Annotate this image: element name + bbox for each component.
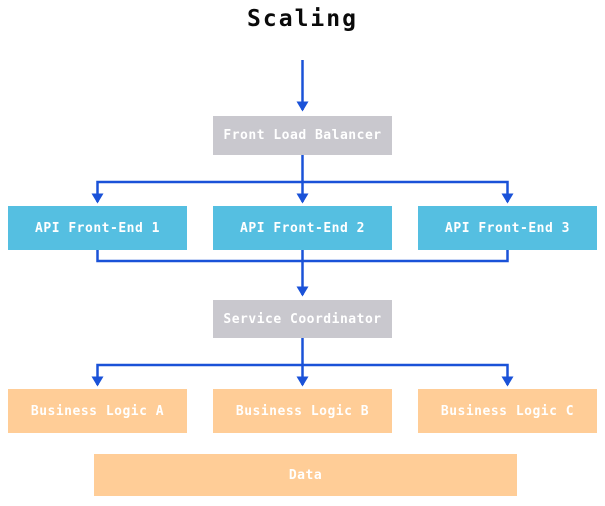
node-business-logic-a-label: Business Logic A	[30, 403, 165, 419]
node-api-front-end-2: API Front-End 2	[213, 206, 392, 250]
node-business-logic-c: Business Logic C	[418, 389, 597, 433]
node-front-load-balancer: Front Load Balancer	[213, 116, 392, 155]
node-front-load-balancer-label: Front Load Balancer	[223, 128, 382, 143]
node-business-logic-b: Business Logic B	[213, 389, 392, 433]
node-api-front-end-1-label: API Front-End 1	[35, 220, 160, 236]
node-data-label: Data	[288, 467, 323, 483]
node-service-coordinator-label: Service Coordinator	[223, 311, 382, 327]
edge-front-load-balancer-to-api-front-end-3	[302, 180, 514, 204]
diagram-title: Scaling	[247, 6, 358, 32]
node-api-front-end-3-label: API Front-End 3	[445, 220, 570, 236]
node-business-logic-b-label: Business Logic B	[235, 403, 370, 419]
edge-service-coordinator-to-business-logic-c	[302, 363, 514, 387]
edge-service-coordinator-to-business-logic-a	[91, 363, 303, 387]
edge-front-load-balancer-to-api-front-end-1	[91, 180, 303, 204]
node-business-logic-c-label: Business Logic C	[440, 403, 575, 419]
node-api-front-end-1: API Front-End 1	[8, 206, 187, 250]
node-service-coordinator: Service Coordinator	[213, 300, 392, 338]
node-api-front-end-2-label: API Front-End 2	[240, 220, 365, 236]
node-data: Data	[94, 454, 517, 496]
node-business-logic-a: Business Logic A	[8, 389, 187, 433]
node-api-front-end-3: API Front-End 3	[418, 206, 597, 250]
